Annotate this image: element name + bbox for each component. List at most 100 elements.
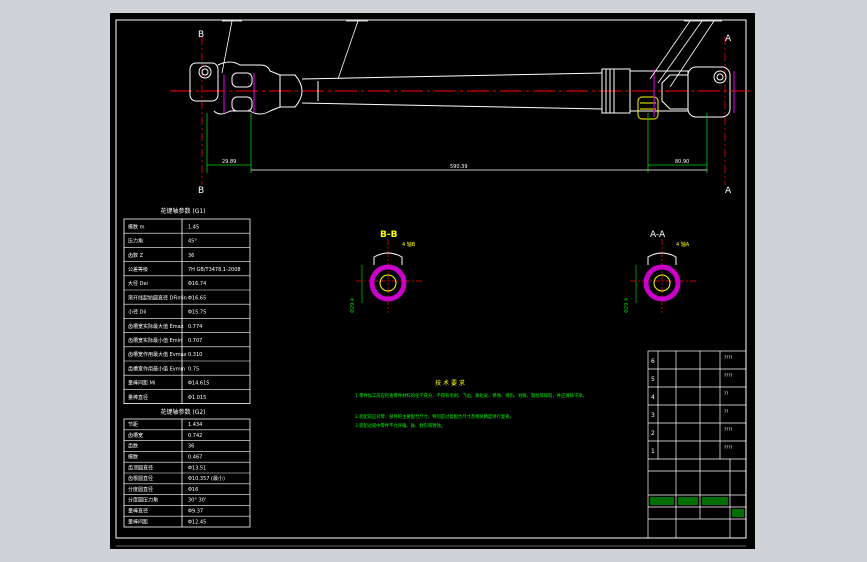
title-block-row-number: 1 (651, 448, 655, 455)
section-aa-title: A-A (650, 230, 666, 240)
title-block-row-label: ?? (724, 409, 728, 414)
spline-table-2-param-name: 齿顶圆直径 (128, 464, 153, 471)
title-block-green-cells (650, 497, 744, 517)
title-block-row-number: 5 (651, 376, 655, 383)
spline-table-1-param-name: 大径 Dei (128, 280, 148, 287)
spline-table-1-param-name: 齿槽宽实际最小值 Emin (128, 337, 182, 344)
spline-table-1-param-name: 模数 m (128, 223, 145, 230)
spline-table-2-param-value: Φ9.37 (188, 509, 203, 515)
dimension-middle: 590.39 (450, 164, 468, 170)
spline-table-1-param-value: 0.774 (188, 324, 202, 330)
spline-table-1-param-name: 齿槽宽作用最大值 Evmax (128, 351, 187, 358)
section-aa-ear (647, 252, 677, 265)
spline-table-1-param-value: Φ14.615 (188, 381, 209, 387)
section-bb-tag: 4 轴B (402, 241, 416, 248)
title-block-row-label: ???? (724, 445, 733, 450)
tech-req-line-2: 2.装配前应对零、部件的主要配合尺寸，特别是过盈配合尺寸及相关精度进行复查。 (355, 413, 514, 420)
section-a-mark-bottom: A (725, 186, 732, 196)
spline-table-1-param-value: Φ1.015 (188, 395, 206, 401)
section-bb-view: B-B 4 轴B Φ29.4 (350, 230, 422, 313)
spline-table-1-param-name: 齿数 Z (128, 252, 144, 259)
section-bb-bore (379, 274, 397, 292)
title-block-row-number: 3 (651, 412, 655, 419)
title-block-row-label: ?? (724, 391, 728, 396)
tech-req-line-3: 3.装配过程中零件不允许磕、碰、划伤和锈蚀。 (355, 422, 445, 429)
spline-table-1-param-value: 45° (188, 239, 197, 245)
section-bb-ear (373, 252, 403, 265)
spline-table-1-param-value: Φ16.65 (188, 295, 206, 301)
spline-table-2-param-value: Φ13.51 (188, 465, 206, 471)
title-block-row-label: ???? (724, 427, 733, 432)
spline-table-1-param-name: 渐开线起始圆直径 DFimin (128, 294, 187, 301)
spline-table-2-param-value: 1.434 (188, 422, 202, 428)
spline-table-1-param-name: 齿槽宽作用最小值 Evmin (128, 365, 185, 372)
cad-drawing: B B A A (115, 19, 750, 547)
section-bb-ring (369, 264, 407, 302)
shaft-assembly-view: B B A A (170, 20, 750, 196)
right-yoke-pins (653, 69, 735, 117)
spline-table-2-param-name: 节距 (128, 422, 138, 428)
title-block-rows: 6????5????4??3??2????1???? (651, 355, 733, 455)
spline-table-1-param-value: Φ16.74 (188, 281, 206, 287)
title-block-row-number: 4 (651, 394, 655, 401)
spline-table-1-param-name: 量棒间距 Mi (128, 380, 155, 387)
title-block (647, 350, 747, 539)
spline-table-2-title: 花键轴参数 (G2) (160, 408, 205, 416)
spline-table-1-param-name: 量棒直径 (128, 394, 148, 401)
spline-table-1-title: 花键轴参数 (G1) (160, 207, 205, 215)
spline-table-2-param-name: 分度圆压力角 (128, 497, 158, 504)
spline-table-1-param-name: 压力角 (128, 238, 143, 245)
spline-table-1-param-value: 7H GB/T3478.1-2008 (188, 267, 241, 273)
drawing-sheet: B B A A (110, 13, 755, 549)
technical-requirements: 技 术 要 求 1.零件加工前应检查零件材料的化学成分，不得有毛刺、飞边、氧化皮… (355, 379, 587, 429)
section-aa-view: A-A 4 轴A Φ29.4 (624, 230, 696, 313)
right-slip-joint (601, 66, 731, 118)
spline-table-2-param-name: 量棒直径 (128, 508, 148, 515)
section-a-mark-top: A (725, 34, 732, 44)
spline-table-2-param-value: Φ12.45 (188, 519, 206, 525)
spline-table-2-param-value: Φ16 (188, 487, 198, 493)
left-yoke-pins (223, 73, 255, 113)
spline-table-1-param-value: 36 (188, 253, 194, 259)
spline-table-1-param-name: 齿槽宽实际最大值 Emax (128, 323, 184, 330)
part-leaders (221, 20, 715, 88)
section-b-mark-top: B (198, 30, 204, 40)
section-aa-ring (643, 264, 681, 302)
title-block-row-number: 6 (651, 358, 655, 365)
shaft-tube (301, 72, 603, 110)
spline-table-2-param-name: 齿根圆直径 (128, 475, 153, 482)
spline-table-2-param-value: 0.467 (188, 455, 202, 461)
drawing-frame (115, 19, 747, 539)
section-b-mark-bottom: B (198, 186, 204, 196)
spline-table-1-param-value: 0.310 (188, 352, 202, 358)
spline-table-2-param-value: 0.742 (188, 433, 202, 439)
section-bb-diameter: Φ29.4 (350, 298, 356, 313)
spline-table-2-param-name: 分度圆直径 (128, 486, 153, 493)
tech-req-title: 技 术 要 求 (435, 379, 465, 387)
spline-table-2-param-name: 齿槽宽 (128, 432, 143, 439)
spline-table-2-param-value: 30° 30' (188, 498, 206, 504)
spline-table-1-param-value: Φ15.75 (188, 310, 206, 316)
section-aa-tag: 4 轴A (676, 241, 690, 248)
left-yoke (189, 61, 303, 115)
spline-table-1-param-value: 1.45 (188, 224, 199, 230)
spline-table-1-param-value: 0.75 (188, 366, 199, 372)
spline-table-2-param-name: 齿数 (128, 443, 138, 450)
section-aa-diameter: Φ29.4 (624, 298, 630, 313)
dimension-left: 29.89 (222, 159, 236, 165)
spline-table-2-param-value: Φ10.357 (最小) (188, 475, 225, 482)
spline-table-1-border (123, 218, 251, 405)
title-block-row-label: ???? (724, 355, 733, 360)
spline-table-1-param-value: 0.707 (188, 338, 202, 344)
section-aa-bore (653, 274, 671, 292)
title-block-row-number: 2 (651, 430, 655, 437)
tech-req-line-1: 1.零件加工前应检查零件材料的化学成分，不得有毛刺、飞边、氧化皮、锈蚀、损伤、划… (355, 392, 587, 399)
dimension-lines (206, 113, 708, 173)
dimension-right: 80.90 (675, 159, 689, 165)
spline-table-2-param-name: 量棒间距 (128, 518, 148, 525)
section-bb-title: B-B (380, 230, 398, 240)
